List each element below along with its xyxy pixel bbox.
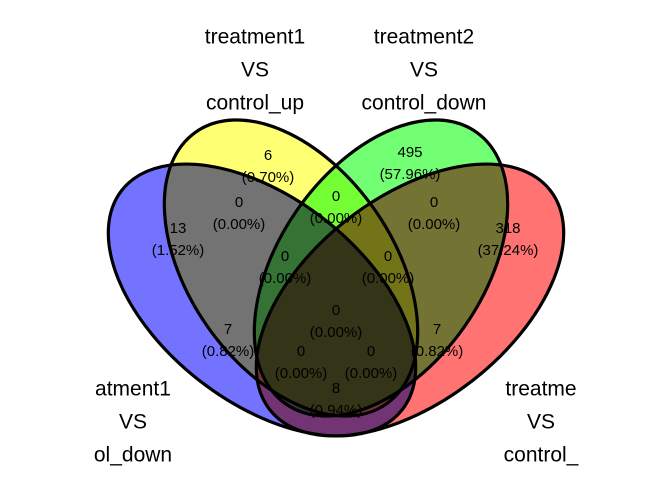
region-percent-label: (0.00%)	[275, 365, 328, 382]
venn-region-r-d: 318 (37.24%)	[478, 220, 539, 259]
venn-region-r-abd: 0 (0.00%)	[362, 248, 415, 287]
set-label-line: VS	[410, 59, 438, 82]
venn-region-r-b: 495 (57.96%)	[380, 144, 441, 183]
set-label-line: control_up	[206, 92, 304, 115]
region-count-label: 8	[332, 380, 340, 397]
region-percent-label: (0.00%)	[213, 216, 266, 233]
region-percent-label: (57.96%)	[380, 166, 441, 183]
region-percent-label: (0.00%)	[259, 270, 312, 287]
venn-set-ellipse-set-d[interactable]	[207, 110, 613, 480]
set-label-line: VS	[527, 411, 555, 434]
region-percent-label: (0.00%)	[310, 210, 363, 227]
region-count-label: 13	[170, 220, 187, 237]
region-count-label: 0	[384, 248, 392, 265]
region-percent-label: (37.24%)	[478, 242, 539, 259]
venn-region-r-cb: 7 (0.82%)	[202, 321, 255, 360]
region-percent-label: (0.82%)	[411, 343, 464, 360]
region-count-label: 0	[367, 343, 375, 360]
venn-region-r-a: 6 (0.70%)	[242, 147, 295, 186]
region-percent-label: (0.82%)	[202, 343, 255, 360]
region-count-label: 318	[495, 220, 520, 237]
set-label-line: VS	[241, 59, 269, 82]
region-count-label: 495	[397, 144, 422, 161]
region-count-label: 6	[264, 147, 272, 164]
set-label-line: treatment2	[374, 26, 474, 49]
region-percent-label: (0.00%)	[362, 270, 415, 287]
region-percent-label: (0.00%)	[345, 365, 398, 382]
venn-region-r-acd: 0 (0.00%)	[275, 343, 328, 382]
region-percent-label: (1.52%)	[152, 242, 205, 259]
venn-region-r-abcd: 0 (0.00%)	[310, 302, 363, 341]
set-label-line: VS	[119, 411, 147, 434]
venn-region-label-layer: 6 (0.70%) 495 (57.96%) 13 (1.52%) 318 (37.24%) 0…	[152, 144, 539, 419]
venn-region-r-ac: 0 (0.00%)	[213, 194, 266, 233]
region-count-label: 0	[430, 194, 438, 211]
venn-region-r-bd: 0 (0.00%)	[408, 194, 461, 233]
venn-region-r-da: 7 (0.82%)	[411, 321, 464, 360]
venn-region-r-cd: 8 (0.94%)	[310, 380, 363, 419]
region-count-label: 7	[433, 321, 441, 338]
venn-region-r-bcd: 0 (0.00%)	[345, 343, 398, 382]
region-count-label: 7	[224, 321, 232, 338]
venn-region-r-abc: 0 (0.00%)	[259, 248, 312, 287]
set-label-line: ol_down	[94, 444, 172, 467]
venn-ellipse-layer	[106, 110, 613, 480]
region-count-label: 0	[332, 188, 340, 205]
region-count-label: 0	[235, 194, 243, 211]
venn-region-r-c: 13 (1.52%)	[152, 220, 205, 259]
region-count-label: 0	[297, 343, 305, 360]
region-percent-label: (0.00%)	[310, 324, 363, 341]
region-count-label: 0	[281, 248, 289, 265]
set-label-line: treatme	[505, 378, 576, 401]
venn-region-r-ab: 0 (0.00%)	[310, 188, 363, 227]
region-percent-label: (0.94%)	[310, 402, 363, 419]
set-label-line: control_down	[362, 92, 487, 115]
set-label-line: atment1	[95, 378, 171, 401]
region-percent-label: (0.00%)	[408, 216, 461, 233]
set-label-line: treatment1	[205, 26, 305, 49]
set-label-line: control_	[504, 444, 579, 467]
region-count-label: 0	[332, 302, 340, 319]
region-percent-label: (0.70%)	[242, 169, 295, 186]
